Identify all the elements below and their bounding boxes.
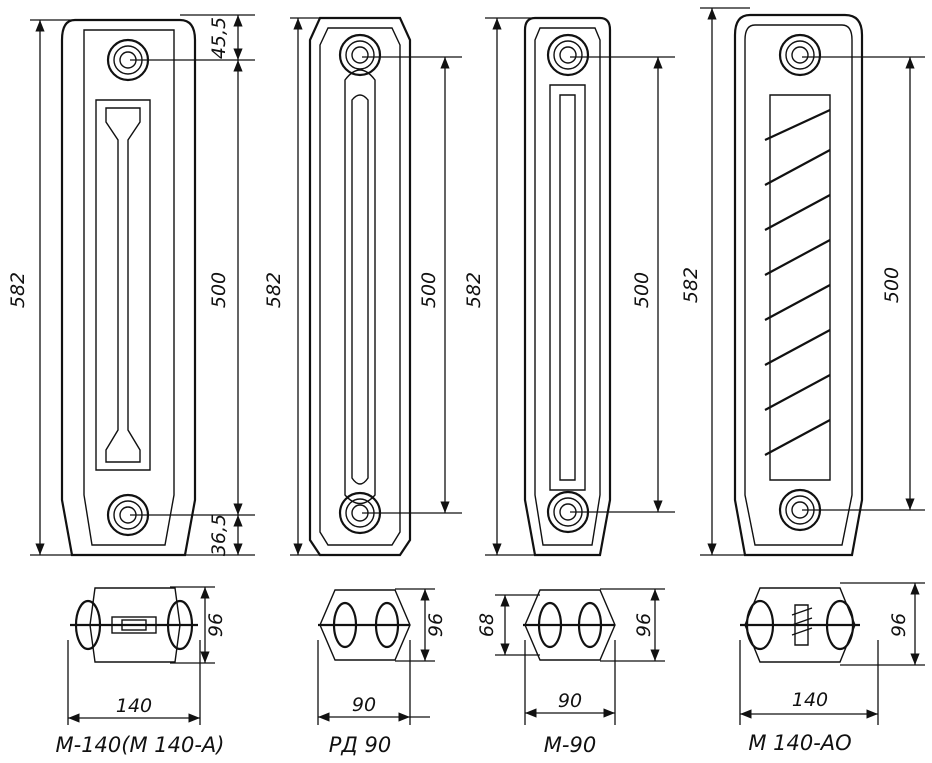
spiral-fins [764, 109, 831, 456]
depth-label: 96 [425, 613, 447, 637]
radiator-m90-cross-section: 68 96 90 M-90 [476, 588, 665, 757]
depth-label: 96 [888, 613, 910, 637]
height-label: 582 [263, 272, 285, 308]
width-label: 140 [792, 689, 828, 711]
radiator-m140ao-front-view: 582 500 [680, 7, 925, 557]
width-label: 140 [116, 695, 152, 717]
axis-distance-label: 500 [208, 272, 230, 308]
depth-label: 96 [633, 613, 655, 637]
radiator-rd90-cross-section: 96 90 РД 90 [317, 588, 447, 757]
radiator-m140-front-view: 582 45,5 500 36,5 [7, 14, 255, 556]
width-label: 90 [352, 694, 376, 716]
depth-label: 96 [205, 613, 227, 637]
bottom-offset-label: 36,5 [208, 514, 230, 556]
inner-depth-label: 68 [476, 613, 498, 637]
axis-distance-label: 500 [418, 272, 440, 308]
radiator-m140-cross-section: 96 140 M-140(M 140-A) [56, 586, 227, 757]
height-label: 582 [463, 272, 485, 308]
radiator-m140ao-cross-section: 96 140 M 140-AO [739, 582, 925, 755]
width-label: 90 [558, 690, 582, 712]
model-name: РД 90 [329, 733, 391, 757]
axis-distance-label: 500 [881, 267, 903, 303]
top-offset-label: 45,5 [208, 17, 230, 59]
radiator-m90-front-view: 582 500 [463, 16, 675, 557]
axis-distance-label: 500 [631, 272, 653, 308]
radiator-rd90-front-view: 582 500 [263, 16, 462, 557]
model-name: M-90 [544, 733, 596, 757]
height-label: 582 [7, 272, 29, 308]
height-label: 582 [680, 267, 702, 303]
model-name: M-140(M 140-A) [56, 733, 225, 757]
model-name: M 140-AO [748, 731, 851, 755]
